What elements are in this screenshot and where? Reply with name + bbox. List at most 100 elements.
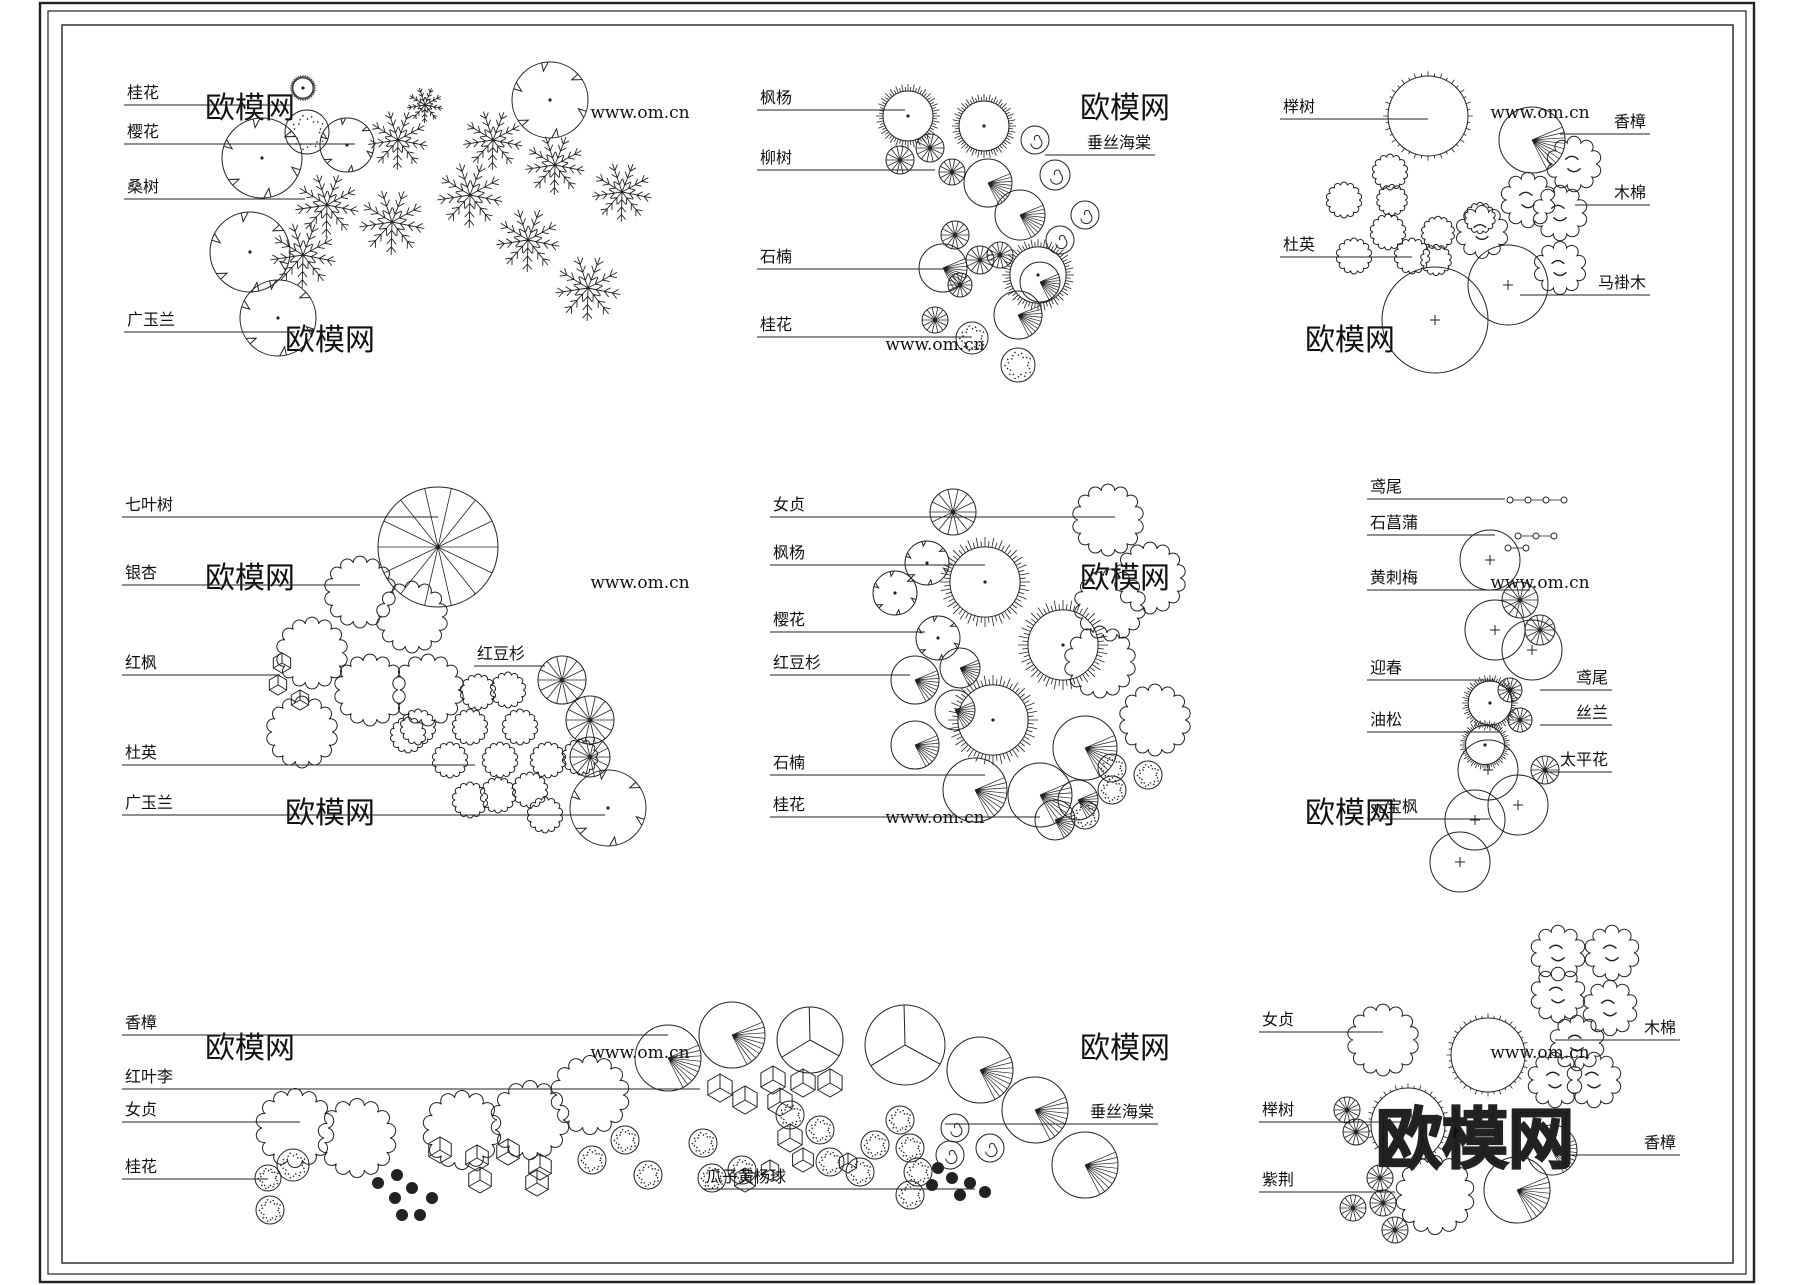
tree-texture bbox=[898, 1136, 922, 1161]
plant-label: 榉树 bbox=[1283, 97, 1315, 116]
tree-symbol bbox=[334, 653, 406, 727]
plant-label: 丝兰 bbox=[1576, 703, 1608, 722]
tree-fan bbox=[1084, 735, 1117, 777]
tree-notches bbox=[223, 117, 301, 199]
shrub-ball bbox=[426, 1192, 438, 1204]
site-watermark: www.om.cn bbox=[1490, 573, 1589, 593]
tree-symbol bbox=[610, 1125, 640, 1155]
tree-symbol bbox=[697, 1163, 727, 1193]
tree-spikes bbox=[1018, 600, 1108, 690]
tree-symbol bbox=[885, 1105, 915, 1135]
brand-watermark: 欧模网 bbox=[1080, 561, 1170, 596]
tree-symbol bbox=[463, 111, 523, 171]
tree-symbol bbox=[276, 616, 348, 690]
shrub-symbol bbox=[465, 1144, 489, 1172]
tree-center-dot bbox=[982, 124, 986, 128]
tree-fan bbox=[667, 1044, 701, 1088]
shrub-ball bbox=[954, 1189, 966, 1201]
shrub-ball bbox=[396, 1209, 408, 1221]
plant-label: 红叶李 bbox=[125, 1067, 173, 1086]
tree-spokes bbox=[941, 221, 969, 249]
tree-symbol bbox=[1039, 159, 1071, 191]
tree-texture bbox=[1548, 944, 1566, 962]
shrub-symbol bbox=[792, 1147, 814, 1173]
tree-texture bbox=[958, 325, 985, 352]
tree-texture bbox=[848, 1160, 872, 1185]
tree-center-dot bbox=[260, 156, 264, 160]
tree-center-dot bbox=[991, 718, 995, 722]
tree-spikes bbox=[1460, 720, 1510, 770]
tree-notches bbox=[211, 211, 289, 293]
tree-symbol bbox=[939, 647, 981, 689]
tree-symbol bbox=[1530, 966, 1586, 1024]
tree-texture bbox=[808, 1118, 832, 1143]
brand-watermark: 欧模网 bbox=[1305, 323, 1395, 358]
shrub-symbol bbox=[290, 689, 310, 711]
tree-symbol bbox=[1347, 1003, 1419, 1077]
plant-label: 枫杨 bbox=[760, 88, 792, 107]
tree-texture bbox=[279, 1152, 306, 1179]
perennial-symbol bbox=[1504, 544, 1512, 552]
plant-label: 樱花 bbox=[773, 610, 805, 629]
tree-texture bbox=[1545, 1071, 1563, 1089]
shrub-symbol bbox=[767, 1087, 793, 1117]
perennial-symbol bbox=[1514, 532, 1522, 540]
shrub-ball bbox=[932, 1162, 944, 1174]
tree-texture bbox=[1584, 1071, 1602, 1089]
perennial-symbol bbox=[1542, 496, 1550, 504]
plant-label: 女贞 bbox=[773, 495, 805, 514]
tree-spikes bbox=[948, 675, 1038, 765]
shrub-symbol bbox=[468, 1166, 492, 1194]
tree-symbol bbox=[1549, 1014, 1605, 1072]
plant-label: 桂花 bbox=[127, 83, 159, 102]
tree-symbol bbox=[1456, 205, 1508, 259]
tree-symbol bbox=[1000, 347, 1036, 383]
tree-symbol bbox=[376, 580, 448, 654]
tree-spokes bbox=[1525, 615, 1555, 645]
tree-symbol bbox=[890, 720, 940, 770]
plant-label: 木棉 bbox=[1644, 1018, 1676, 1037]
shrub-ball bbox=[372, 1177, 384, 1189]
tree-texture bbox=[1004, 351, 1032, 380]
tree-divisions bbox=[781, 1006, 840, 1058]
plant-label: 樱花 bbox=[127, 122, 159, 141]
site-watermark: www.om.cn bbox=[885, 808, 984, 828]
shrub-symbol bbox=[760, 1065, 786, 1095]
plant-label: 垂丝海棠 bbox=[1087, 133, 1151, 152]
tree-symbol bbox=[815, 1147, 845, 1177]
tree-symbol bbox=[479, 776, 517, 814]
tree-symbol bbox=[399, 708, 437, 746]
shrub-ball bbox=[406, 1182, 418, 1194]
tree-fan bbox=[1039, 273, 1060, 300]
tree-spokes bbox=[1343, 1119, 1369, 1145]
tree-texture bbox=[1567, 1034, 1585, 1052]
tree-texture bbox=[1550, 204, 1568, 222]
tree-notches bbox=[873, 570, 917, 616]
tree-symbol bbox=[1546, 135, 1602, 193]
tree-symbol bbox=[255, 1195, 285, 1225]
plant-label: 榉树 bbox=[1262, 1100, 1294, 1119]
tree-fan bbox=[979, 1056, 1013, 1100]
tree-notches bbox=[513, 61, 587, 139]
tree-spokes bbox=[378, 488, 498, 606]
tree-symbol bbox=[1421, 215, 1455, 251]
tree-symbol bbox=[550, 1055, 630, 1135]
perennial-symbol bbox=[1524, 496, 1532, 504]
drawing-border bbox=[61, 24, 1734, 1264]
plant-label: 香樟 bbox=[1644, 1133, 1676, 1152]
tree-spiral bbox=[1055, 234, 1068, 249]
tree-symbol bbox=[1527, 1051, 1583, 1109]
tree-symbol bbox=[255, 1088, 335, 1168]
tree-symbol bbox=[561, 738, 599, 776]
tree-center-mark bbox=[1490, 625, 1500, 635]
tree-symbol bbox=[1051, 1131, 1119, 1199]
plant-label: 银杏 bbox=[125, 563, 157, 582]
tree-spikes bbox=[940, 537, 1030, 627]
tree-symbol bbox=[1393, 237, 1431, 275]
tree-symbol bbox=[890, 655, 940, 705]
tree-symbol bbox=[359, 190, 425, 256]
plant-label: 红枫 bbox=[125, 653, 157, 672]
tree-texture bbox=[1564, 155, 1582, 173]
tree-texture bbox=[1473, 223, 1489, 241]
tree-texture bbox=[700, 1166, 724, 1191]
